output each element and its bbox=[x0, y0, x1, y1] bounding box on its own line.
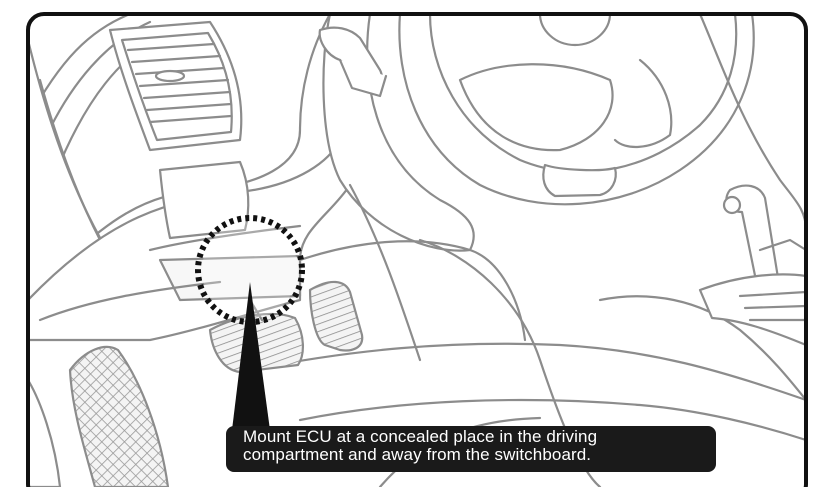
caption-line-2: compartment and away from the switchboar… bbox=[243, 446, 713, 464]
caption-line-1: Mount ECU at a concealed place in the dr… bbox=[243, 428, 713, 446]
callout-caption: Mount ECU at a concealed place in the dr… bbox=[243, 428, 713, 464]
